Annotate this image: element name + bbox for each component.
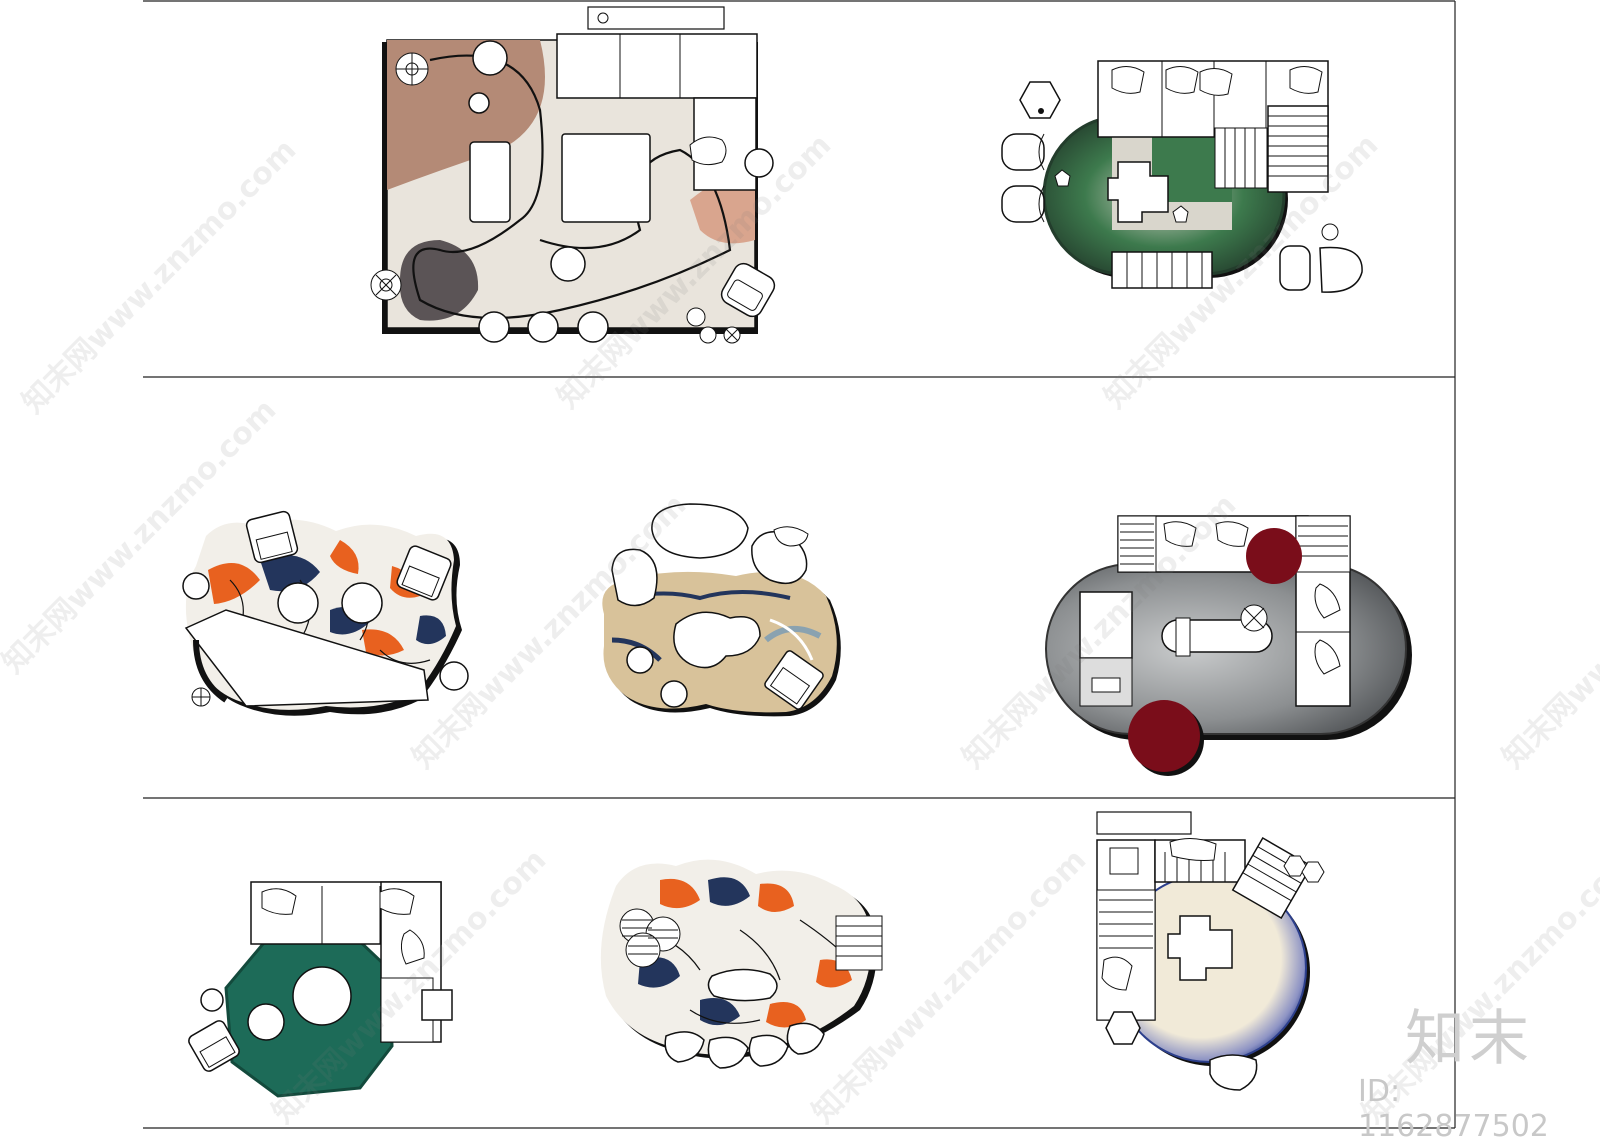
rug-layout-green-oval (1001, 60, 1363, 293)
rug-layout-camouflage-orange (182, 510, 469, 716)
brand-logo: 知末 (1405, 1004, 1533, 1074)
chair-icon (1001, 185, 1045, 223)
striped-pouf-icon (835, 915, 883, 971)
asset-id-label: ID: 1162877502 (1358, 1074, 1549, 1144)
rug-layout-abstract-rectangle (370, 6, 776, 344)
rug-layout-blue-edge-round (1096, 811, 1325, 1091)
frame (143, 0, 1456, 1129)
chair-icon (1001, 133, 1045, 171)
rug-layout-beige-organic (602, 503, 841, 717)
rug-layout-grey-capsule (1045, 515, 1412, 776)
rug-layout-camouflage-pebble (600, 859, 883, 1069)
striped-pouf-icon (619, 908, 681, 968)
rug-layout-green-octagon (188, 881, 453, 1098)
floor-lamp-icon (395, 52, 429, 86)
floor-lamp-icon (370, 269, 402, 301)
floor-lamp-icon (723, 326, 741, 344)
floor-lamp-icon (191, 687, 211, 707)
